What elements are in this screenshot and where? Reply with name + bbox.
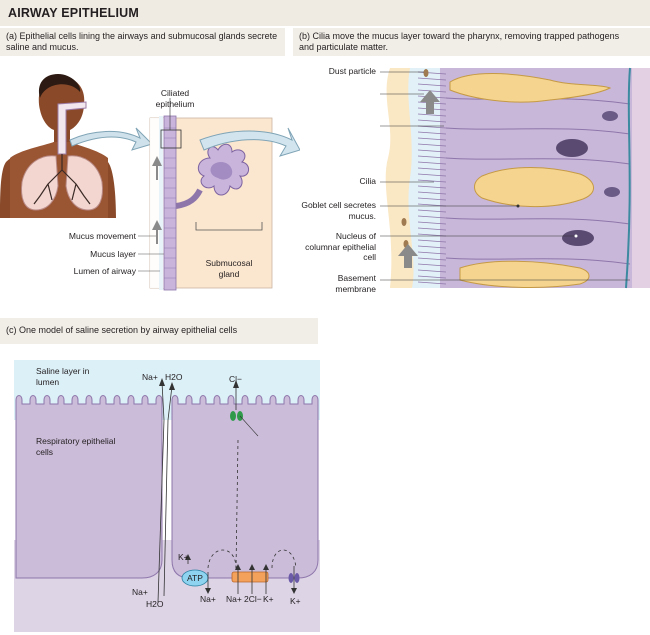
label-saline-layer: Saline layer in lumen (36, 366, 90, 387)
caption-bar-b (293, 28, 650, 56)
label-k-left: K+ (178, 552, 189, 562)
label-ciliated-epithelium: Ciliated epithelium (155, 88, 195, 109)
caption-c: (c) One model of saline secretion by air… (6, 325, 238, 335)
caption-bar-c (0, 318, 318, 344)
label-mucus-layer: Mucus layer (90, 249, 136, 259)
label-h2o-top: H2O (165, 372, 183, 382)
label-na-bottom-left: Na+ (132, 587, 148, 597)
label-basement-membrane: Basement membrane (335, 273, 376, 294)
caption-a: (a) Epithelial cells lining the airways … (6, 31, 278, 52)
label-respiratory-cells: Respiratory epithelial cells (36, 436, 116, 457)
label-h2o-bottom-left: H2O (146, 599, 164, 609)
label-k-channel: K+ (290, 596, 301, 606)
panel-a-illustration (0, 74, 300, 291)
label-k-cotrans: K+ (263, 594, 274, 604)
caption-b: (b) Cilia move the mucus layer toward th… (299, 31, 620, 52)
label-na-pump: Na+ (200, 594, 216, 604)
page-title: AIRWAY EPITHELIUM (8, 6, 139, 20)
panel-c-illustration (14, 360, 320, 632)
title-bar (0, 0, 650, 26)
label-lumen-of-airway: Lumen of airway (73, 266, 136, 276)
label-na-cotrans: Na+ (226, 594, 242, 604)
label-goblet-cell: Goblet cell secretes mucus. (301, 200, 376, 221)
submucosal-gland-shape (175, 143, 249, 209)
label-submucosal-gland: Submucosal gland (205, 258, 253, 279)
human-figure (0, 74, 116, 218)
atp-label: ATP (187, 573, 203, 583)
label-nucleus: Nucleus of columnar epithelial cell (305, 231, 376, 262)
label-cl-top: Cl− (229, 374, 242, 384)
label-na-top: Na+ (142, 372, 158, 382)
caption-bar-a (0, 28, 285, 56)
label-cilia: Cilia (359, 176, 376, 186)
label-cl-cotrans: 2Cl− (244, 594, 262, 604)
label-dust-particle: Dust particle (328, 66, 376, 76)
label-mucus-movement: Mucus movement (68, 231, 136, 241)
cilia-strokes (417, 71, 447, 285)
panel-b-illustration (380, 67, 650, 289)
